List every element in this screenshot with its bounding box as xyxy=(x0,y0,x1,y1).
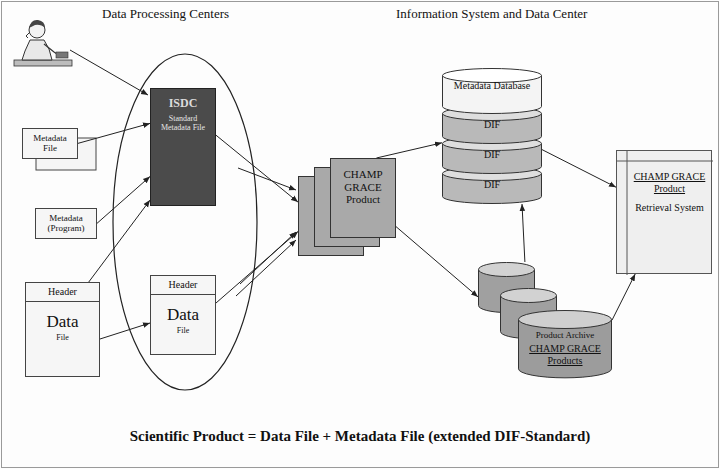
standard-metadata-file: ISDCStandard Metadata File xyxy=(150,88,216,206)
title-text: ISDC xyxy=(154,97,212,111)
retrieval-title: CHAMP GRACE Product xyxy=(633,171,706,194)
product-text: CHAMP GRACE Product xyxy=(333,168,393,206)
header-text: Header xyxy=(151,276,215,295)
metadata-database: Metadata DatabaseDIFDIFDIF xyxy=(442,68,542,204)
flow-arrow xyxy=(396,227,478,297)
box-text: Metadata (Program) xyxy=(39,213,93,234)
archive-title: Product Archive xyxy=(524,330,606,340)
flow-arrow xyxy=(238,168,296,190)
file-text: File xyxy=(26,331,99,342)
data-text: Data xyxy=(151,295,215,325)
dif-text: DIF xyxy=(442,166,542,196)
flow-arrow xyxy=(612,274,635,320)
body-text: Standard Metadata File xyxy=(154,111,212,132)
flow-arrow xyxy=(89,200,150,282)
flow-arrow xyxy=(216,232,298,304)
database-title: Metadata Database xyxy=(442,68,542,106)
retrieval-body: Retrieval System xyxy=(633,194,706,214)
flow-arrow xyxy=(522,204,525,262)
flow-arrow xyxy=(78,123,150,143)
flow-arrow xyxy=(100,323,150,339)
processing-ellipse xyxy=(113,54,257,390)
file-text: File xyxy=(151,324,215,335)
section-heading: Data Processing Centers xyxy=(102,6,229,22)
product-archive: Product ArchiveCHAMP GRACE Products xyxy=(478,262,612,378)
section-heading: Information System and Data Center xyxy=(396,6,587,22)
product-archive-outline xyxy=(478,262,612,378)
person-arrow xyxy=(70,50,148,95)
flow-arrow xyxy=(542,150,616,188)
dif-text: DIF xyxy=(442,136,542,166)
header-text: Header xyxy=(26,283,99,302)
product-stack: CHAMP GRACE Product xyxy=(298,158,396,256)
box-text: Metadata File xyxy=(26,133,74,154)
metadata-program: Metadata (Program) xyxy=(35,208,97,239)
archive-body: CHAMP GRACE Products xyxy=(524,340,606,366)
flow-arrow xyxy=(376,143,442,158)
flow-arrow xyxy=(97,177,150,224)
person-icon xyxy=(14,20,72,66)
figure-caption: Scientific Product = Data File + Metadat… xyxy=(0,428,720,445)
flow-arrow xyxy=(236,240,296,296)
metadata-file: Metadata File xyxy=(22,128,78,159)
data-text: Data xyxy=(26,302,99,332)
dif-text: DIF xyxy=(442,106,542,136)
retrieval-system: CHAMP GRACE ProductRetrieval System xyxy=(616,150,712,274)
flow-arrow xyxy=(216,135,298,202)
data-file: HeaderDataFile xyxy=(25,282,100,377)
data-file: HeaderDataFile xyxy=(150,275,216,355)
